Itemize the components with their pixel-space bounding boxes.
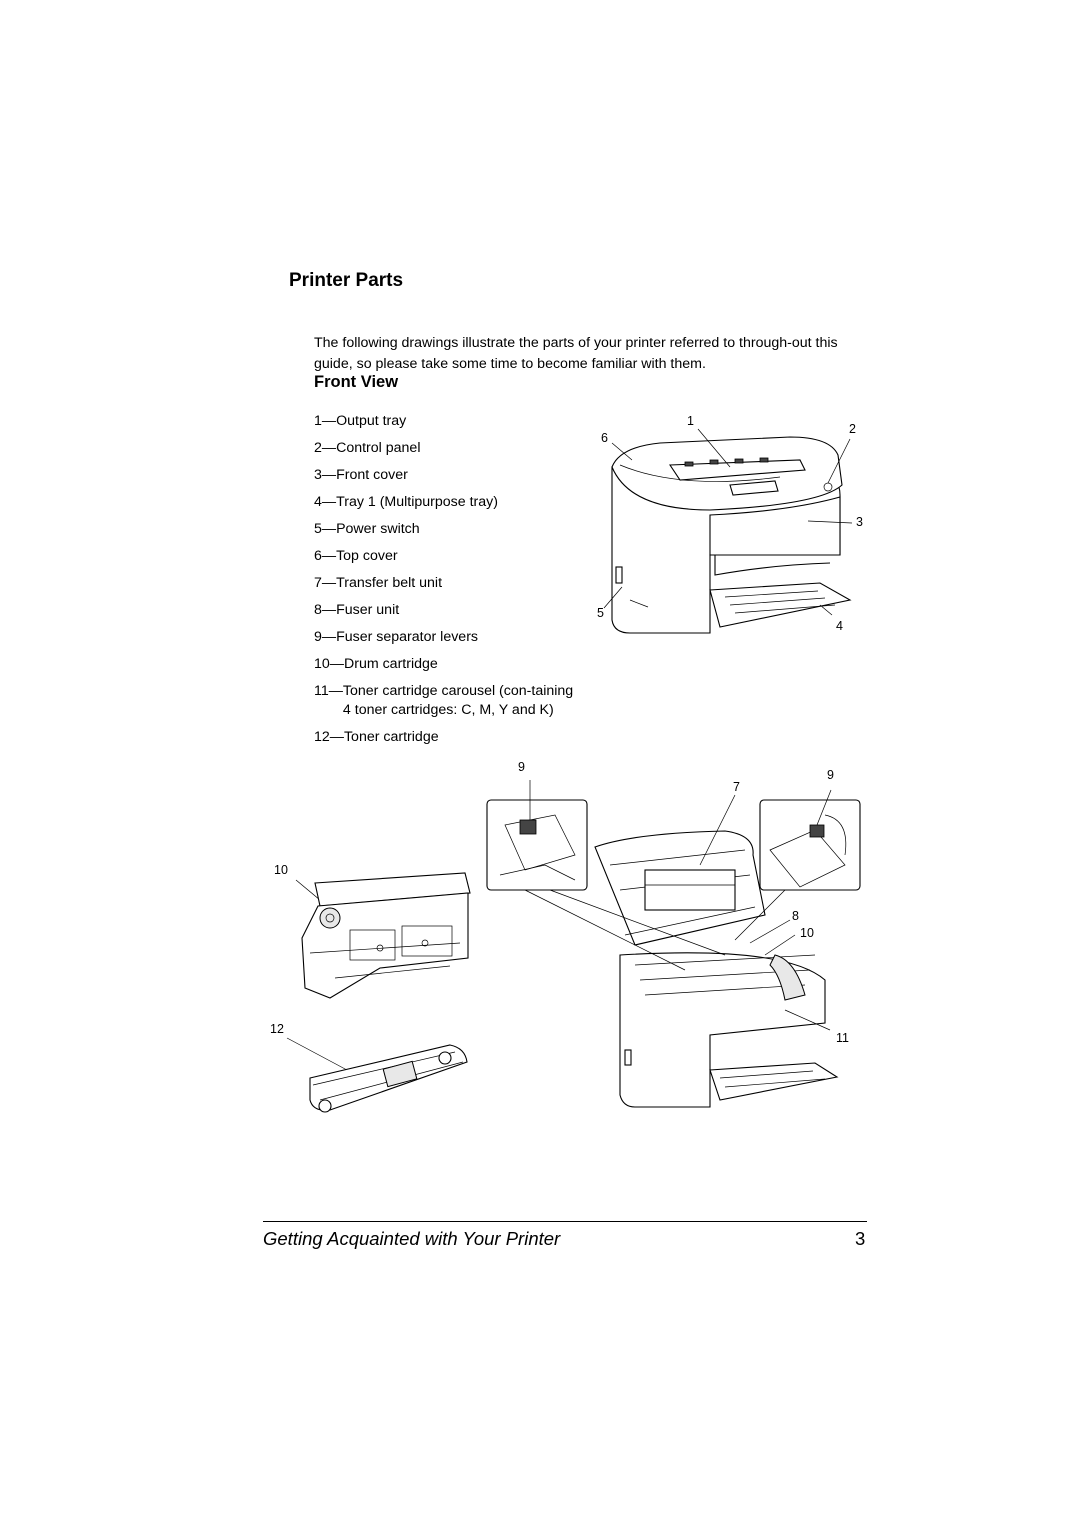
callout-8: 8 (792, 909, 799, 923)
page-number: 3 (855, 1228, 866, 1249)
list-item: 1—Output tray (314, 413, 407, 429)
list-item: 5—Power switch (314, 521, 420, 537)
list-item: 7—Transfer belt unit (314, 575, 443, 591)
printer-front-illustration (603, 428, 853, 634)
toner-cartridge-illustration (286, 1037, 468, 1113)
parts-list: 1—Output tray 2—Control panel 3—Front co… (314, 412, 584, 755)
callout-6: 6 (601, 431, 608, 445)
list-item: 2—Control panel (314, 440, 421, 456)
list-item: 3—Front cover (314, 467, 408, 483)
callout-1: 1 (687, 414, 694, 428)
callout-10-open: 10 (800, 926, 814, 940)
list-item: 6—Top cover (314, 548, 398, 564)
section-title: Front View (314, 373, 399, 391)
callout-10-drum: 10 (274, 863, 288, 877)
callout-4: 4 (836, 619, 843, 633)
footer-rule (263, 1221, 867, 1222)
printer-open-illustration (486, 780, 861, 1108)
callout-5: 5 (597, 606, 604, 620)
list-item: 9—Fuser separator levers (314, 629, 479, 645)
list-item: 12—Toner cartridge (314, 729, 439, 745)
list-item: 11— Toner cartridge carousel (con-tainin… (314, 683, 574, 718)
callout-2: 2 (849, 422, 856, 436)
list-item: 4—Tray 1 (Multipurpose tray) (314, 494, 498, 510)
callout-11: 11 (836, 1031, 849, 1045)
drum-cartridge-illustration (295, 872, 471, 999)
callout-7: 7 (733, 780, 740, 794)
list-item: 8—Fuser unit (314, 602, 400, 618)
page-title: Printer Parts (289, 270, 404, 291)
footer-title: Getting Acquainted with Your Printer (263, 1228, 561, 1249)
callout-9-right: 9 (827, 768, 834, 782)
callout-3: 3 (856, 515, 863, 529)
callout-9-left: 9 (518, 760, 525, 774)
list-item: 10—Drum cartridge (314, 656, 438, 672)
intro-paragraph: The following drawings illustrate the pa… (314, 335, 838, 372)
callout-12: 12 (270, 1022, 284, 1036)
